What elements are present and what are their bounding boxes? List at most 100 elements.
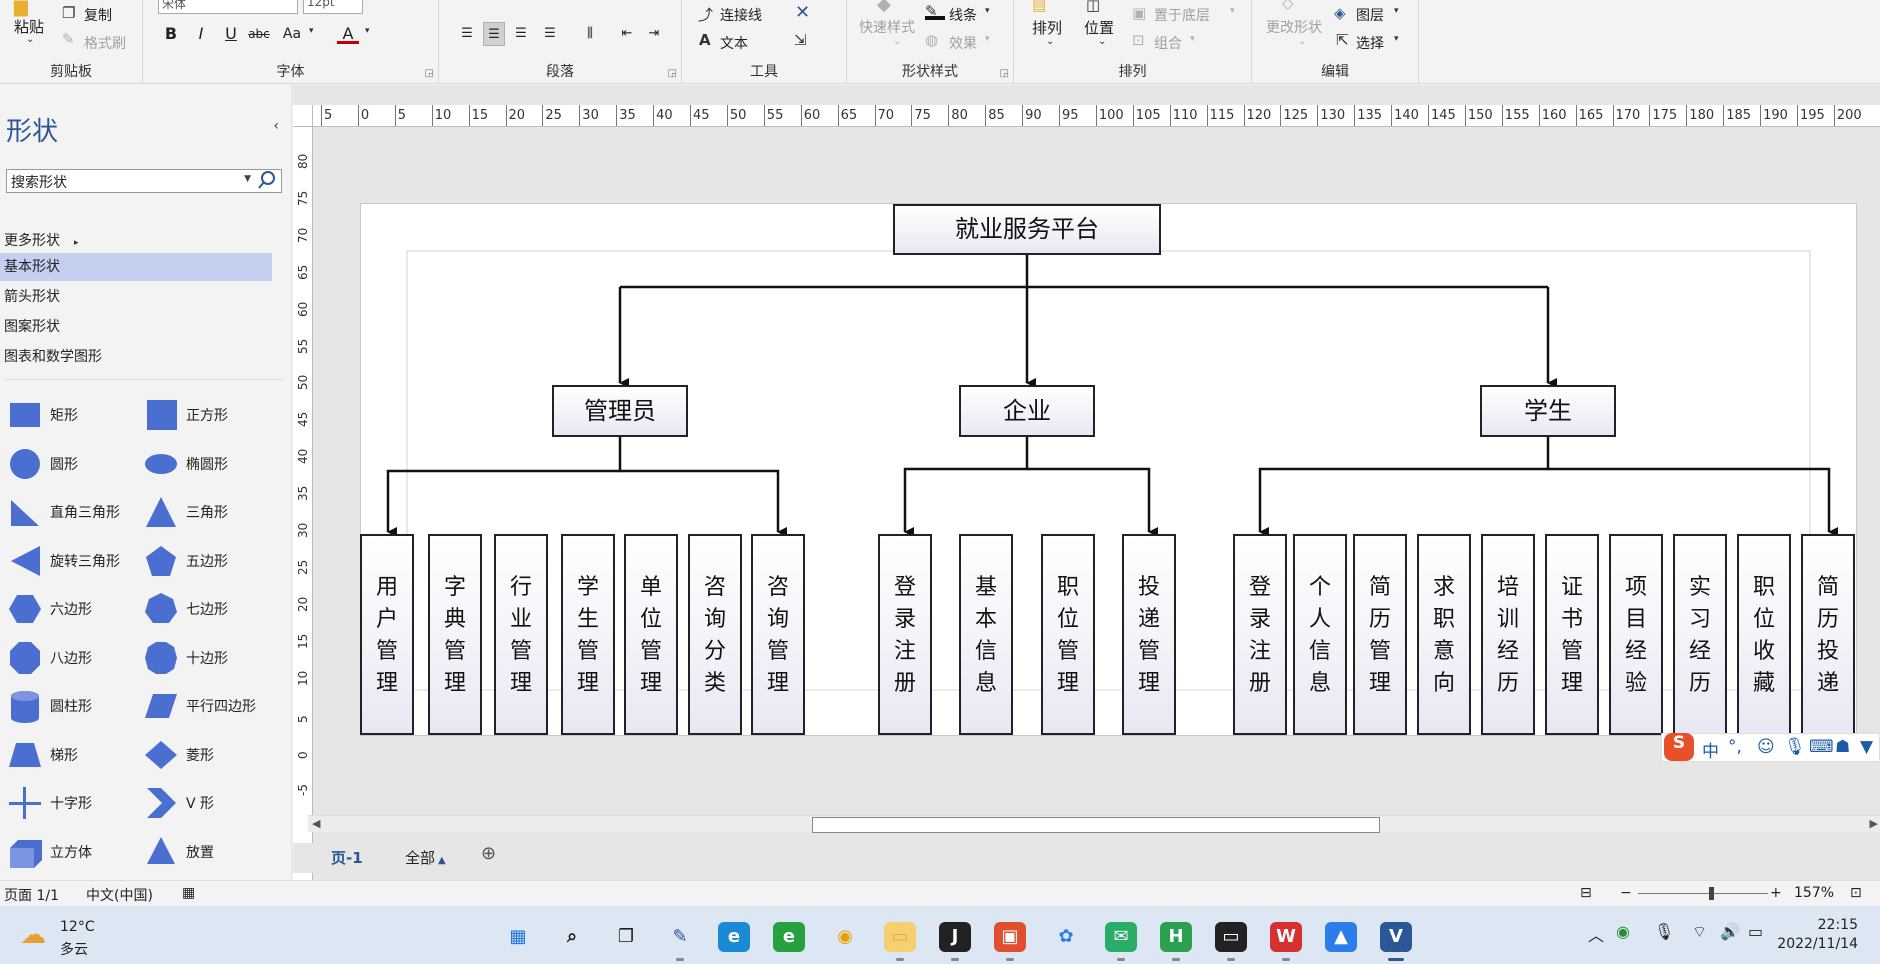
language-indicator[interactable]: 中文(中国): [86, 888, 153, 904]
wps-icon[interactable]: W: [1270, 922, 1302, 952]
text-direction-icon[interactable]: ⫼: [587, 26, 593, 41]
shape-styles-dialog-launcher-icon[interactable]: ◲: [999, 68, 1009, 79]
node-student-4[interactable]: 培 训 经 历: [1481, 534, 1535, 735]
close-icon[interactable]: ✕: [795, 2, 811, 23]
photos-icon[interactable]: ▲: [1325, 922, 1357, 952]
select-dropdown-icon[interactable]: ▾: [1394, 34, 1399, 44]
send-back-dropdown-icon[interactable]: ▾: [1230, 6, 1235, 16]
paste-button[interactable]: 粘贴: [14, 18, 45, 36]
paragraph-dialog-launcher-icon[interactable]: ◲: [667, 68, 677, 79]
search-shapes-input[interactable]: 搜索形状 ▼: [6, 169, 282, 193]
zoom-slider[interactable]: [1638, 893, 1768, 894]
node-company-0[interactable]: 登 录 注 册: [878, 534, 932, 735]
category-chart-math[interactable]: 图表和数学图形: [4, 349, 102, 365]
quick-styles-dropdown-icon[interactable]: ⌄: [893, 36, 902, 47]
connection-point-icon[interactable]: ⇲: [794, 31, 807, 49]
node-admin[interactable]: 管理员: [552, 385, 688, 437]
case-dropdown-icon[interactable]: ▾: [309, 26, 314, 36]
arrange-dropdown-icon[interactable]: ⌄: [1046, 36, 1055, 47]
node-admin-3[interactable]: 学 生 管 理: [561, 534, 615, 735]
justify-icon[interactable]: ☰: [544, 26, 556, 41]
shape-triangle[interactable]: 三角形: [140, 492, 280, 530]
search-icon[interactable]: ⌕: [566, 926, 578, 947]
chrome-icon[interactable]: ◉: [837, 926, 853, 947]
weather-desc[interactable]: 多云: [60, 942, 88, 958]
align-left-icon[interactable]: ☰: [461, 26, 473, 41]
format-painter-button[interactable]: 格式刷: [84, 36, 126, 52]
category-arrow-shapes[interactable]: 箭头形状: [4, 289, 60, 305]
align-center-icon[interactable]: ☰: [483, 22, 505, 46]
group-button[interactable]: 组合: [1154, 36, 1182, 52]
node-student-0[interactable]: 登 录 注 册: [1233, 534, 1287, 735]
shape-rotated-triangle[interactable]: 旋转三角形: [4, 541, 144, 579]
node-company-2[interactable]: 职 位 管 理: [1041, 534, 1095, 735]
wifi-icon[interactable]: ⌔: [1692, 922, 1708, 941]
hbuilder-icon[interactable]: H: [1160, 922, 1192, 952]
shape-trapezoid[interactable]: 梯形: [4, 735, 144, 773]
category-pattern-shapes[interactable]: 图案形状: [4, 319, 60, 335]
shape-octagon[interactable]: 八边形: [4, 638, 144, 676]
search-icon[interactable]: [256, 169, 278, 191]
node-admin-1[interactable]: 字 典 管 理: [428, 534, 482, 735]
scroll-right-icon[interactable]: ▶: [1869, 817, 1878, 830]
task-view-icon[interactable]: ❐: [617, 926, 635, 947]
layers-dropdown-icon[interactable]: ▾: [1394, 6, 1399, 16]
paint-icon[interactable]: ✎: [672, 926, 688, 947]
file-explorer-icon[interactable]: ▭: [884, 922, 916, 952]
start-icon[interactable]: ▦: [509, 926, 527, 947]
page-indicator[interactable]: 页面 1/1: [4, 888, 59, 904]
font-color-dropdown-icon[interactable]: ▾: [365, 26, 370, 36]
scrollbar-thumb[interactable]: [812, 817, 1380, 833]
feishu-icon[interactable]: ✿: [1058, 926, 1074, 947]
decrease-indent-icon[interactable]: ⇤: [621, 26, 633, 41]
node-student-8[interactable]: 职 位 收 藏: [1737, 534, 1791, 735]
font-color-button[interactable]: A: [337, 22, 359, 44]
font-name-box[interactable]: 宋体: [158, 0, 298, 14]
node-company-1[interactable]: 基 本 信 息: [959, 534, 1013, 735]
italic-button[interactable]: I: [198, 24, 204, 43]
increase-indent-icon[interactable]: ⇥: [648, 26, 660, 41]
shape-hexagon[interactable]: 六边形: [4, 589, 144, 627]
macro-icon[interactable]: ▦: [182, 885, 196, 901]
volume-icon[interactable]: 🔊: [1720, 922, 1740, 941]
zoom-out-icon[interactable]: −: [1620, 885, 1632, 901]
add-page-icon[interactable]: ⊕: [481, 843, 497, 864]
change-case-button[interactable]: Aa: [282, 26, 302, 42]
ime-emoji-icon[interactable]: ☺: [1757, 737, 1775, 757]
node-company[interactable]: 企业: [959, 385, 1095, 437]
fit-page-icon[interactable]: ⊡: [1850, 885, 1862, 901]
tray-app-icon[interactable]: ◉: [1616, 922, 1630, 941]
node-student-5[interactable]: 证 书 管 理: [1545, 534, 1599, 735]
shape-pentagon[interactable]: 五边形: [140, 541, 280, 579]
ime-mode-label[interactable]: 中: [1702, 742, 1719, 762]
effects-dropdown-icon[interactable]: ▾: [985, 34, 990, 44]
shape-decagon[interactable]: 十边形: [140, 638, 280, 676]
send-back-button[interactable]: 置于底层: [1154, 8, 1210, 24]
paste-dropdown-icon[interactable]: ⌄: [26, 34, 35, 45]
strikethrough-button[interactable]: abc: [248, 27, 270, 41]
weather-temp[interactable]: 12°C: [60, 919, 95, 935]
position-dropdown-icon[interactable]: ⌄: [1098, 36, 1107, 47]
weather-icon[interactable]: ☁: [20, 920, 46, 950]
shape-heptagon[interactable]: 七边形: [140, 589, 280, 627]
shape-diamond[interactable]: 菱形: [140, 735, 280, 773]
line-dropdown-icon[interactable]: ▾: [985, 6, 990, 16]
node-student-1[interactable]: 个 人 信 息: [1293, 534, 1347, 735]
wechat-icon[interactable]: ✉: [1105, 922, 1137, 952]
ime-punctuation-icon[interactable]: °,: [1728, 737, 1742, 757]
visio-icon[interactable]: V: [1380, 922, 1412, 952]
clock[interactable]: 22:15 2022/11/14: [1777, 916, 1858, 954]
ie-icon[interactable]: e: [773, 922, 805, 952]
presentation-app-icon[interactable]: ▣: [994, 922, 1026, 952]
text-tool-button[interactable]: 文本: [720, 36, 748, 52]
node-admin-0[interactable]: 用 户 管 理: [360, 534, 414, 735]
shape-circle[interactable]: 圆形: [4, 444, 144, 482]
zoom-level[interactable]: 157%: [1794, 885, 1835, 901]
change-shape-dropdown-icon[interactable]: ⌄: [1298, 36, 1307, 47]
position-button[interactable]: 位置: [1084, 19, 1115, 37]
node-student-9[interactable]: 简 历 投 递: [1801, 534, 1855, 735]
align-right-icon[interactable]: ☰: [515, 26, 527, 41]
shape-chevron[interactable]: V 形: [140, 783, 280, 821]
font-dialog-launcher-icon[interactable]: ◲: [424, 68, 434, 79]
category-basic-shapes[interactable]: 基本形状: [0, 253, 272, 281]
